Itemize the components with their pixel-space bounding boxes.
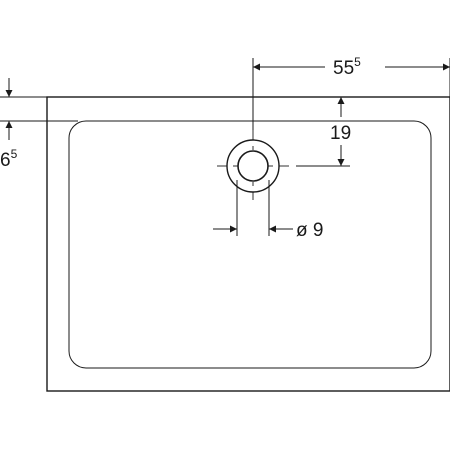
dimension-width	[252, 58, 450, 130]
tray-inner-basin	[68, 120, 432, 369]
drain-inner-ring	[237, 150, 269, 182]
dimension-drain-offset-label: 19	[330, 123, 351, 144]
tray-outer-edge	[46, 96, 450, 392]
dimension-rim	[0, 78, 78, 140]
dimension-rim-label: 65	[0, 147, 18, 171]
drain	[217, 130, 289, 200]
tray-outline	[46, 96, 450, 392]
dimension-drain-diameter	[213, 180, 293, 236]
dimension-width-label: 555	[333, 55, 361, 79]
dimension-drain-offset	[296, 97, 350, 167]
dimension-drain-diameter-label: ø 9	[296, 220, 323, 241]
